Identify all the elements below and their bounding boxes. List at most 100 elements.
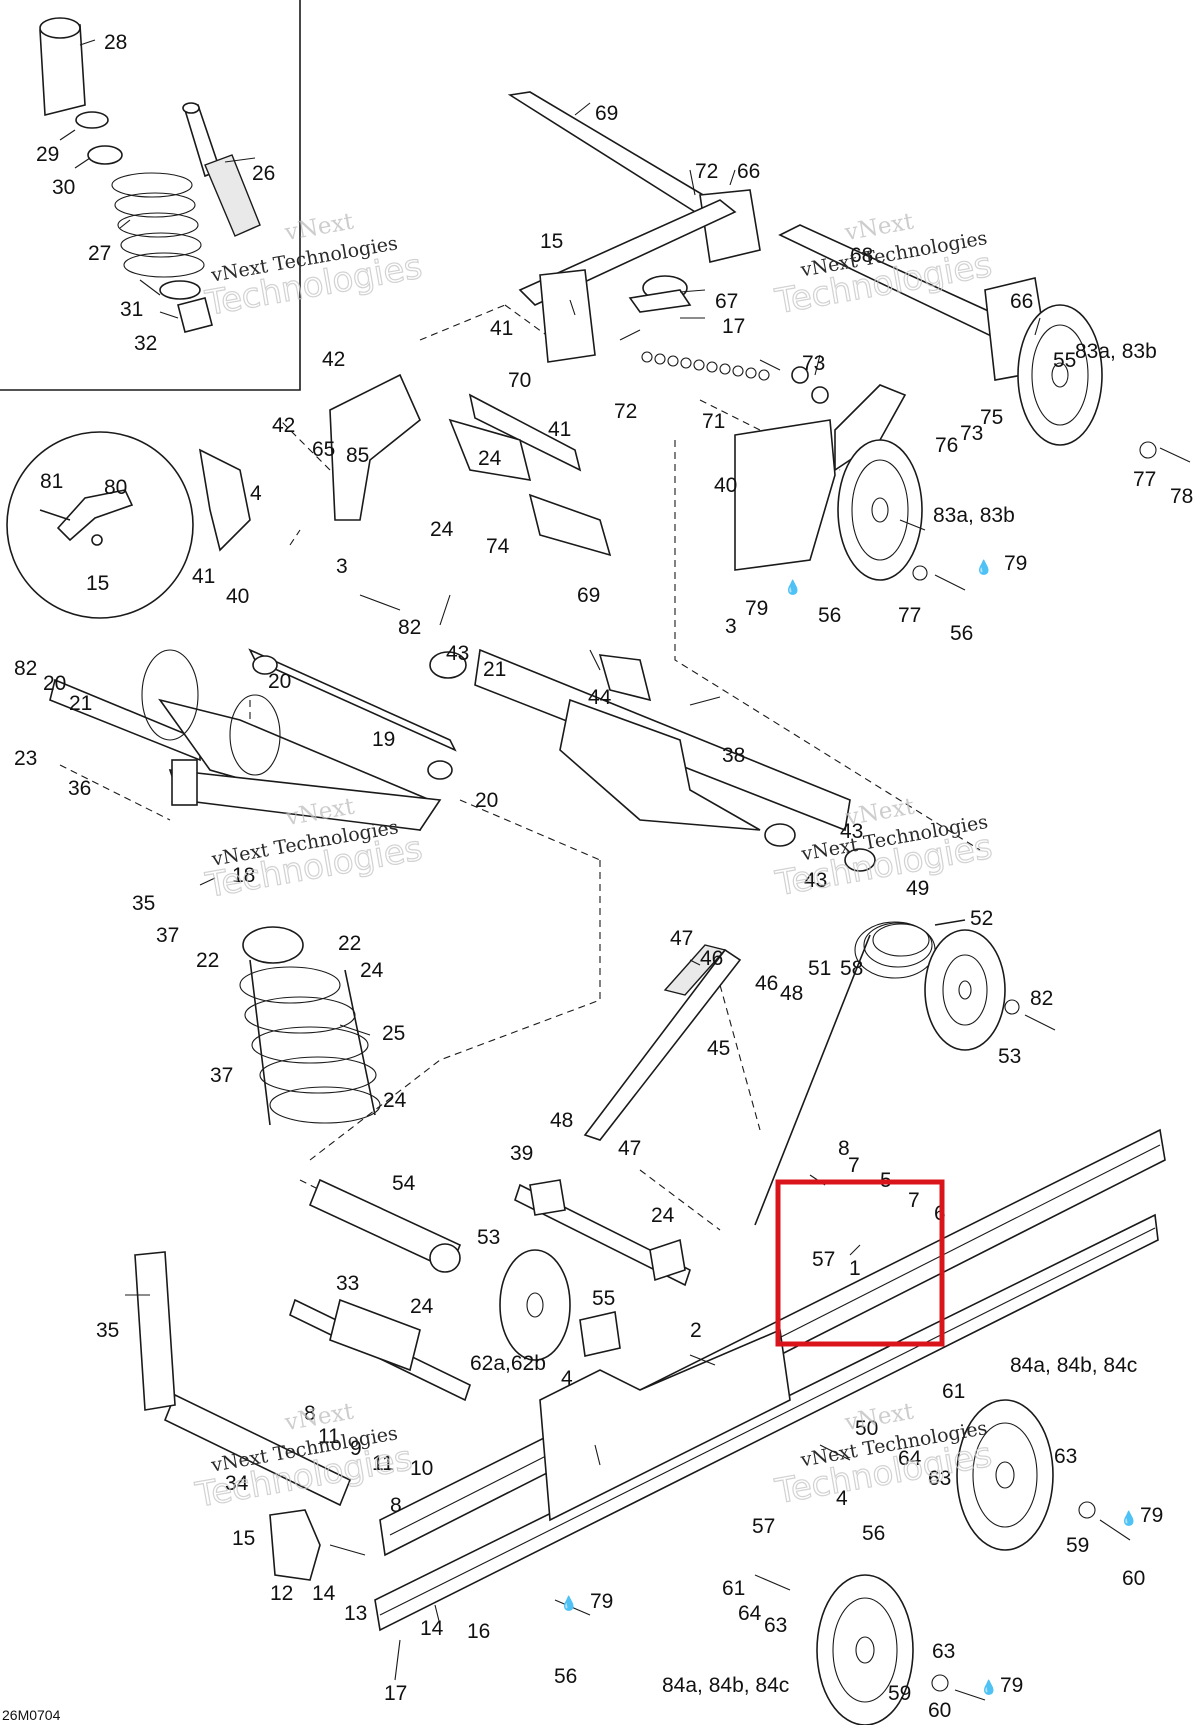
callout-34: 34 [225, 1472, 249, 1495]
callout-2: 2 [690, 1319, 702, 1342]
callout-67: 67 [715, 290, 738, 313]
callout-35: 35 [132, 892, 155, 915]
callout-13: 13 [344, 1602, 367, 1625]
callout-73b: 73 [960, 422, 983, 445]
callout-21b: 21 [69, 692, 92, 715]
callout-32: 32 [134, 332, 157, 355]
callout-46b: 46 [755, 972, 778, 995]
leader-lines [59, 39, 1041, 1626]
callout-45: 45 [707, 1037, 730, 1060]
callout-78: 78 [1170, 485, 1193, 508]
slide-rail-2 [374, 1213, 1159, 1632]
callout-43c: 43 [804, 869, 827, 892]
callout-4: 4 [250, 482, 262, 505]
callout-85: 85 [346, 444, 369, 467]
rear-shock-45 [583, 944, 742, 1141]
callout-64b: 64 [738, 1602, 762, 1625]
callout-24b: 24 [430, 518, 454, 541]
callout-79: 79 [1004, 552, 1027, 575]
callout-29: 29 [36, 143, 59, 166]
lubricant-drop-icon: 💧 [560, 1595, 577, 1612]
upper-axle-assembly [198, 91, 1051, 571]
part-callouts: 28 29 30 26 27 31 32 69 72 66 15 68 67 1… [14, 31, 1193, 1722]
callout-8b: 8 [304, 1402, 316, 1425]
callout-40: 40 [714, 474, 737, 497]
callout-26: 26 [252, 162, 275, 185]
lubricant-drop-icon: 💧 [784, 579, 801, 596]
torsion-spring-49 [754, 919, 966, 1226]
callout-65: 65 [312, 438, 335, 461]
callout-38: 38 [722, 744, 745, 767]
callout-46: 46 [700, 947, 723, 970]
idler-wheel-84-right [956, 1399, 1054, 1551]
callout-23: 23 [14, 747, 37, 770]
callout-49: 49 [906, 877, 929, 900]
callout-22b: 22 [196, 949, 219, 972]
callout-43: 43 [446, 642, 469, 665]
callout-24: 24 [478, 447, 502, 470]
callout-41c: 41 [192, 565, 215, 588]
callout-22: 22 [338, 932, 361, 955]
idler-wheel-62 [499, 1249, 571, 1361]
callout-79c: 79 [1140, 1504, 1163, 1527]
callout-75: 75 [980, 406, 1003, 429]
callout-42: 42 [322, 348, 345, 371]
callout-42b: 42 [272, 414, 295, 437]
callout-56c: 56 [862, 1522, 885, 1545]
callout-20c: 20 [475, 789, 498, 812]
callout-60b: 60 [928, 1699, 951, 1722]
callout-4c: 4 [836, 1487, 848, 1510]
callout-37: 37 [156, 924, 179, 947]
callout-48b: 48 [550, 1109, 573, 1132]
callout-20b: 20 [268, 670, 291, 693]
callout-15: 15 [540, 230, 563, 253]
callout-62a-62b: 62a,62b [470, 1352, 546, 1375]
callout-47: 47 [670, 927, 693, 950]
callout-3: 3 [336, 555, 348, 578]
callout-21: 21 [483, 658, 506, 681]
shaft-34 [163, 1393, 352, 1507]
callout-3b: 3 [725, 615, 737, 638]
callout-84-upper: 84a, 84b, 84c [1010, 1354, 1137, 1377]
callout-83a-83b: 83a, 83b [1075, 340, 1157, 363]
callout-61: 61 [942, 1380, 965, 1403]
idler-wheel-83-lower [837, 439, 923, 581]
callout-70: 70 [508, 369, 531, 392]
callout-15c: 15 [232, 1527, 255, 1550]
callout-72: 72 [695, 160, 718, 183]
callout-63b: 63 [928, 1467, 951, 1490]
callout-36: 36 [68, 777, 91, 800]
callout-60: 60 [1122, 1567, 1145, 1590]
callout-74: 74 [486, 535, 510, 558]
callout-53b: 53 [477, 1226, 500, 1249]
callout-57b: 57 [752, 1515, 775, 1538]
callout-9: 9 [350, 1437, 362, 1460]
callout-48: 48 [780, 982, 803, 1005]
lubricant-drop-icons: 💧 💧 💧 💧 💧 [560, 559, 1137, 1696]
callout-56d: 56 [554, 1665, 577, 1688]
callout-73: 73 [802, 352, 825, 375]
callout-55b: 55 [592, 1287, 615, 1310]
link-35 [134, 1251, 176, 1411]
callout-71: 71 [702, 410, 725, 433]
callout-79b: 79 [745, 597, 768, 620]
callout-24e: 24 [651, 1204, 675, 1227]
callout-63: 63 [1054, 1445, 1077, 1468]
callout-1: 1 [849, 1257, 861, 1280]
callout-56b: 56 [950, 622, 973, 645]
callout-18: 18 [232, 864, 255, 887]
callout-54: 54 [392, 1172, 416, 1195]
lubricant-drop-icon: 💧 [980, 1679, 997, 1696]
callout-63c: 63 [764, 1614, 787, 1637]
callout-10: 10 [410, 1457, 433, 1480]
callout-44: 44 [588, 686, 612, 709]
callout-66: 66 [737, 160, 760, 183]
callout-55: 55 [1053, 349, 1076, 372]
callout-82: 82 [398, 616, 421, 639]
lubricant-drop-icon: 💧 [1120, 1510, 1137, 1527]
shaft-39-assembly [514, 1179, 691, 1287]
callout-24c: 24 [360, 959, 384, 982]
callout-16: 16 [467, 1620, 490, 1643]
callout-24f: 24 [410, 1295, 434, 1318]
